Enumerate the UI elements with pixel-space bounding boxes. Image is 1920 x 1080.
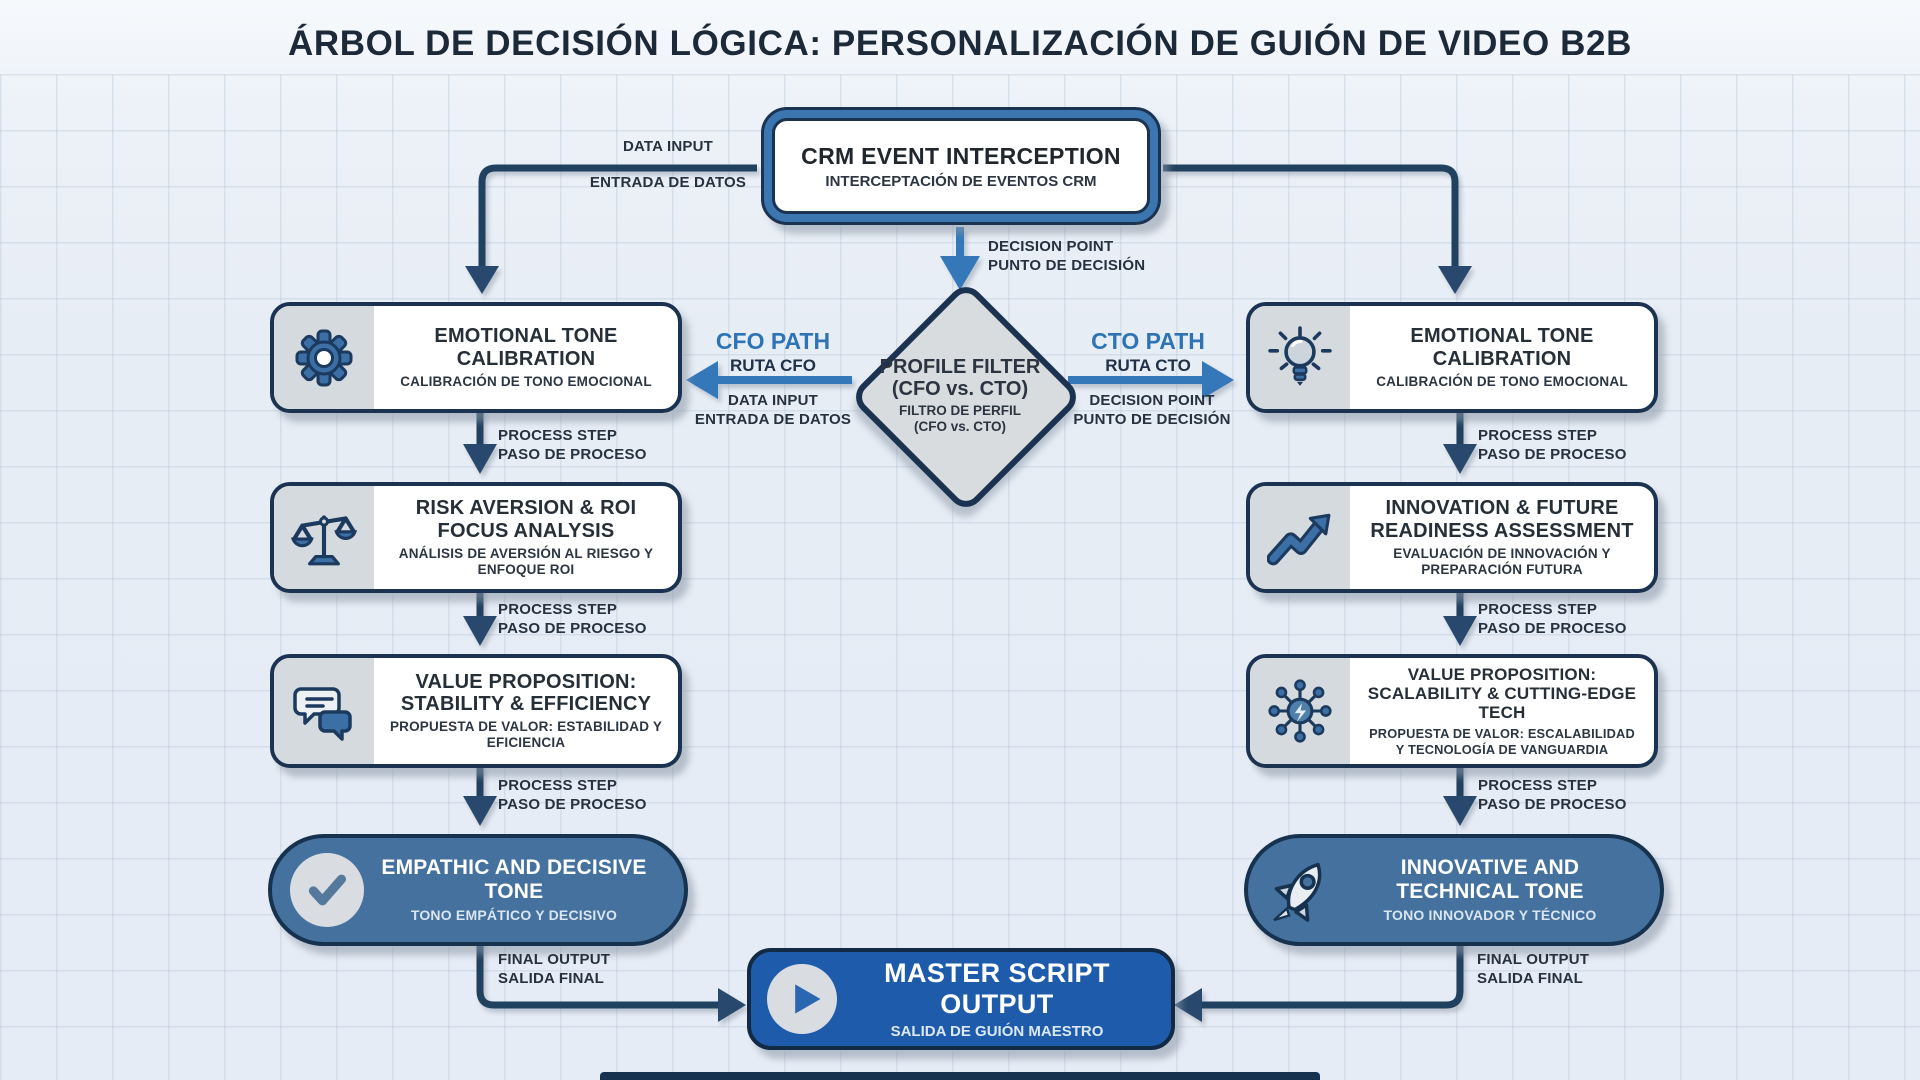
network-icon (1250, 658, 1350, 764)
node-subtitle: TONO EMPÁTICO Y DECISIVO (410, 907, 618, 924)
node-subtitle: EVALUACIÓN DE INNOVACIÓN Y PREPARACIÓN F… (1393, 545, 1611, 577)
node-title: EMOTIONAL TONE CALIBRATION (434, 325, 618, 370)
node-cto-innovation-assessment: INNOVATION & FUTURE READINESS ASSESSMENT… (1246, 482, 1658, 593)
node-cfo-risk-analysis: RISK AVERSION & ROI FOCUS ANALYSIS ANÁLI… (270, 482, 682, 593)
diamond-title-line2: (CFO vs. CTO) (891, 378, 1029, 400)
diamond-subtitle-line2: (CFO vs. CTO) (913, 419, 1006, 435)
edge-label-process-step-r3-es: PASO DE PROCESO (1478, 796, 1627, 813)
node-title: INNOVATION & FUTURE READINESS ASSESSMENT (1370, 497, 1634, 542)
edge-label-process-step-l2-en: PROCESS STEP (498, 601, 618, 618)
diamond-title-line1: PROFILE FILTER (879, 356, 1041, 378)
edge-label-cfo-data-input-es: ENTRADA DE DATOS (694, 411, 852, 428)
node-subtitle: CALIBRACIÓN DE TONO EMOCIONAL (1376, 373, 1628, 389)
edge-label-cfo-path-en: CFO PATH (715, 328, 831, 354)
node-subtitle: INTERCEPTACIÓN DE EVENTOS CRM (825, 172, 1097, 190)
edge-label-process-step-l2-es: PASO DE PROCESO (498, 620, 647, 637)
edge-label-process-step-l3-es: PASO DE PROCESO (498, 796, 647, 813)
bottom-accent-bar (600, 1072, 1320, 1080)
edge-label-process-step-r3-en: PROCESS STEP (1478, 777, 1598, 794)
edge-label-data-input-es: ENTRADA DE DATOS (589, 174, 747, 191)
node-subtitle: TONO INNOVADOR Y TÉCNICO (1383, 907, 1597, 924)
diamond-subtitle-line1: FILTRO DE PERFIL (899, 403, 1021, 418)
node-title: VALUE PROPOSITION: STABILITY & EFFICIENC… (400, 670, 652, 716)
rocket-icon (1266, 853, 1340, 927)
page-title: ÁRBOL DE DECISIÓN LÓGICA: PERSONALIZACIÓ… (288, 24, 1632, 63)
trend-up-icon (1250, 486, 1350, 589)
node-title: INNOVATIVE AND TECHNICAL TONE (1396, 856, 1584, 903)
node-cfo-value-proposition: VALUE PROPOSITION: STABILITY & EFFICIENC… (270, 654, 682, 768)
node-subtitle: ANÁLISIS DE AVERSIÓN AL RIESGO Y ENFOQUE… (398, 545, 654, 577)
node-cfo-result-tone: EMPATHIC AND DECISIVE TONE TONO EMPÁTICO… (268, 834, 688, 946)
edge-label-final-output-l-en: FINAL OUTPUT (498, 951, 611, 968)
lightbulb-icon (1250, 306, 1350, 409)
node-master-script-output: MASTER SCRIPT OUTPUT SALIDA DE GUIÓN MAE… (747, 948, 1175, 1050)
play-icon (767, 964, 837, 1034)
balance-scale-icon (274, 486, 374, 589)
edge-label-decision-point-en: DECISION POINT (988, 238, 1114, 255)
chat-bubbles-icon (274, 658, 374, 764)
edge-label-process-step-r2-en: PROCESS STEP (1478, 601, 1598, 618)
edge-label-cto-decision-point-es: PUNTO DE DECISIÓN (1073, 411, 1231, 428)
edge-label-process-step-l1-es: PASO DE PROCESO (498, 446, 647, 463)
edge-label-cfo-data-input-en: DATA INPUT (727, 392, 819, 409)
edge-label-process-step-r2-es: PASO DE PROCESO (1478, 620, 1627, 637)
node-crm-event-interception: CRM EVENT INTERCEPTION INTERCEPTACIÓN DE… (761, 107, 1161, 225)
node-cto-value-proposition: VALUE PROPOSITION: SCALABILITY & CUTTING… (1246, 654, 1658, 768)
node-cfo-tone-calibration: EMOTIONAL TONE CALIBRATION CALIBRACIÓN D… (270, 302, 682, 413)
node-subtitle: PROPUESTA DE VALOR: ESTABILIDAD Y EFICIE… (389, 719, 663, 751)
edge-label-final-output-r-es: SALIDA FINAL (1477, 970, 1584, 987)
edge-label-process-step-l3-en: PROCESS STEP (498, 777, 618, 794)
edge-label-final-output-r-en: FINAL OUTPUT (1477, 951, 1590, 968)
node-title: EMOTIONAL TONE CALIBRATION (1410, 325, 1594, 370)
edge-label-process-step-r1-es: PASO DE PROCESO (1478, 446, 1627, 463)
node-subtitle: SALIDA DE GUIÓN MAESTRO (890, 1023, 1104, 1040)
node-cto-tone-calibration: EMOTIONAL TONE CALIBRATION CALIBRACIÓN D… (1246, 302, 1658, 413)
node-title: EMPATHIC AND DECISIVE TONE (381, 856, 647, 903)
edge-label-cto-path-en: CTO PATH (1091, 328, 1205, 354)
edge-label-cfo-path-es: RUTA CFO (730, 356, 816, 375)
profile-filter-text: PROFILE FILTER (CFO vs. CTO) FILTRO DE P… (850, 356, 1070, 435)
edge-label-cto-decision-point-en: DECISION POINT (1089, 392, 1215, 409)
gear-icon (274, 306, 374, 409)
node-subtitle: CALIBRACIÓN DE TONO EMOCIONAL (400, 373, 652, 389)
edge-label-process-step-r1-en: PROCESS STEP (1478, 427, 1598, 444)
edge-label-cto-path-es: RUTA CTO (1105, 356, 1191, 375)
node-title: VALUE PROPOSITION: SCALABILITY & CUTTING… (1367, 665, 1637, 723)
edge-label-process-step-l1-en: PROCESS STEP (498, 427, 618, 444)
edge-label-data-input-en: DATA INPUT (622, 138, 714, 155)
crm-inner-panel: CRM EVENT INTERCEPTION INTERCEPTACIÓN DE… (772, 118, 1150, 214)
edge-label-final-output-l-es: SALIDA FINAL (498, 970, 605, 987)
node-cto-result-tone: INNOVATIVE AND TECHNICAL TONE TONO INNOV… (1244, 834, 1664, 946)
check-circle-icon (290, 853, 364, 927)
edge-label-decision-point-es: PUNTO DE DECISIÓN (988, 257, 1146, 274)
node-subtitle: PROPUESTA DE VALOR: ESCALABILIDAD Y TECN… (1369, 726, 1635, 757)
node-title: MASTER SCRIPT OUTPUT (884, 958, 1110, 1019)
node-title: RISK AVERSION & ROI FOCUS ANALYSIS (415, 497, 637, 542)
node-title: CRM EVENT INTERCEPTION (801, 142, 1121, 169)
